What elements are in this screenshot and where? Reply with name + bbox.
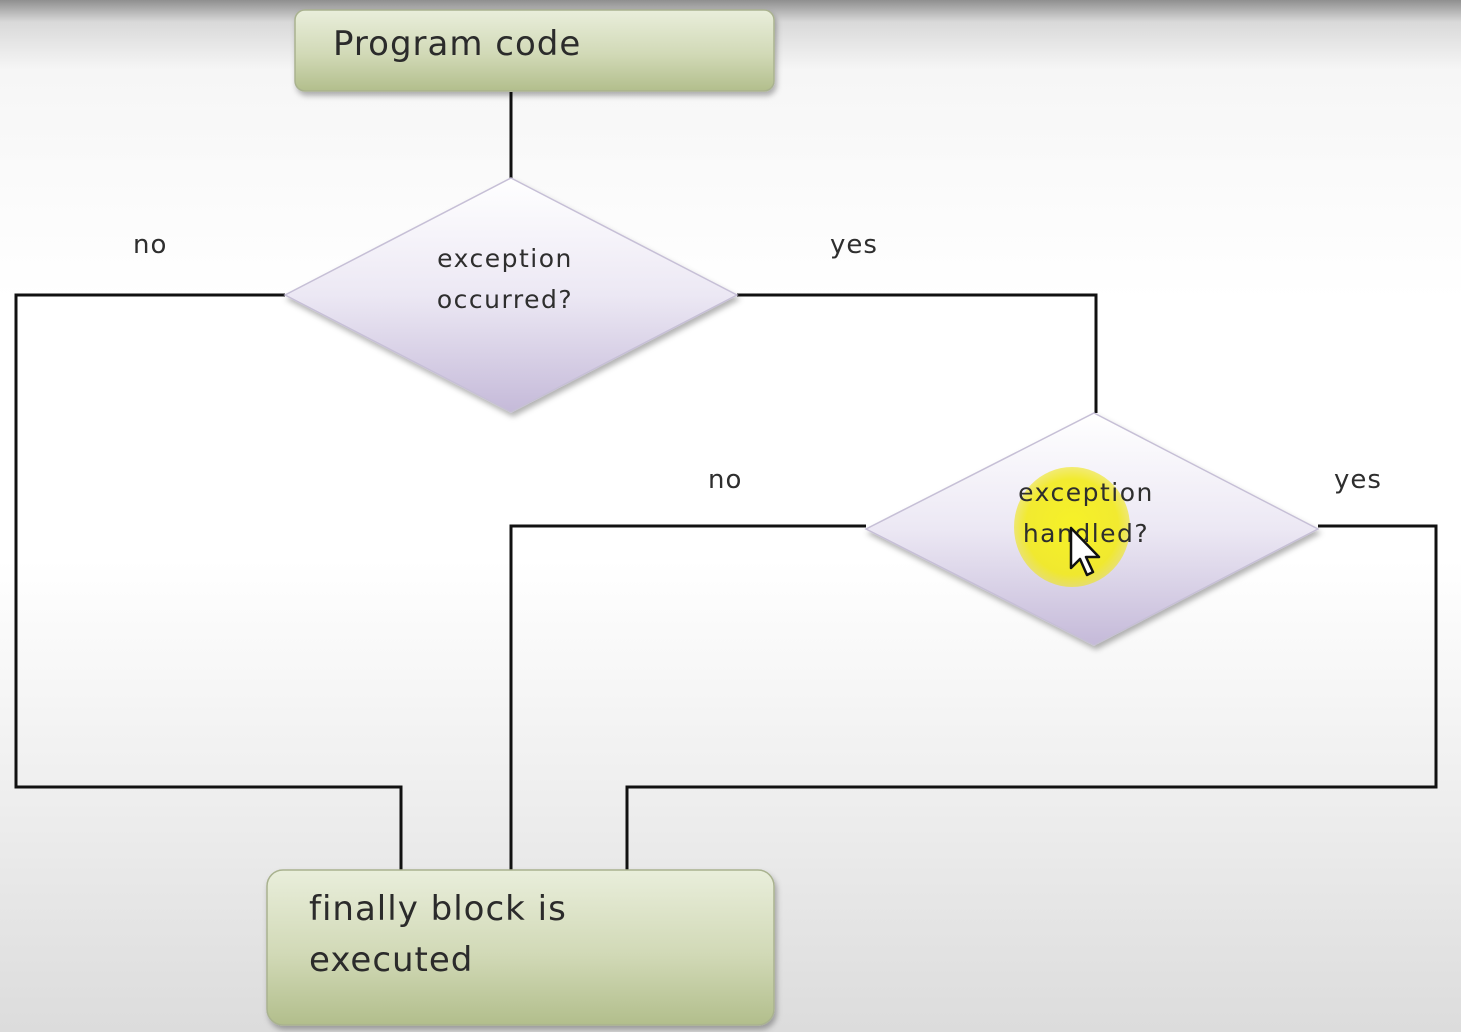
decision-exception-occurred-diamond — [283, 177, 739, 413]
start-process-box — [294, 9, 775, 92]
decision-1-yes-label: yes — [830, 230, 878, 260]
cursor-highlight — [1014, 467, 1130, 587]
end-process-line-2: executed — [309, 940, 474, 980]
connector-decision-2-yes — [625, 524, 1438, 870]
mouse-pointer-icon — [1069, 526, 1101, 577]
connector-decision-1-no — [14, 293, 403, 870]
decision-1-line-1: exception — [437, 244, 573, 273]
end-process-label: finally block is executed — [309, 884, 567, 986]
decision-2-label: exception handled? — [966, 472, 1206, 554]
connector-decision-2-no — [509, 524, 866, 870]
decision-1-line-2: occurred? — [436, 285, 574, 314]
end-process-line-1: finally block is — [309, 889, 567, 929]
decision-1-label: exception occurred? — [385, 238, 625, 320]
start-process-label: Program code — [333, 24, 582, 64]
end-process-box — [266, 869, 775, 1026]
decision-1-no-label: no — [133, 230, 168, 260]
decision-2-no-label: no — [708, 465, 743, 495]
connector-decision-1-yes — [737, 293, 1098, 413]
decision-2-line-1: exception — [1018, 478, 1154, 507]
decision-2-yes-label: yes — [1334, 465, 1382, 495]
